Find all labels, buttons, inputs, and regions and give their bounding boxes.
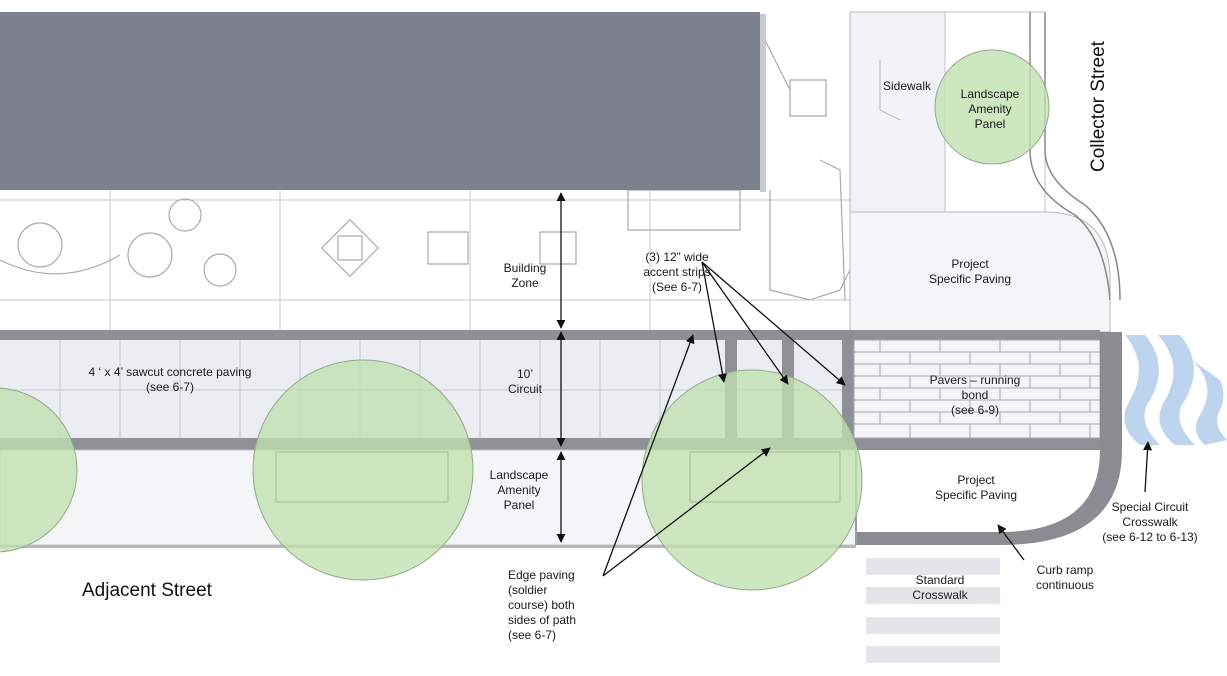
label-standard-crosswalk: Standard Crosswalk — [912, 573, 968, 602]
tree-left-edge — [0, 387, 78, 553]
tree-top-right — [934, 49, 1050, 165]
label-adjacent-street: Adjacent Street — [82, 580, 212, 601]
label-landscape-mid: Landscape Amenity Panel — [489, 468, 549, 512]
label-pavers: Pavers – running bond (see 6-9) — [929, 373, 1021, 417]
trees — [0, 49, 1050, 591]
standard-crosswalk-bars — [866, 558, 1000, 663]
label-project-paving-bottom: Project Specific Paving — [934, 473, 1018, 502]
label-sawcut-paving: 4 ‘ x 4’ sawcut concrete paving (see 6-7… — [88, 365, 252, 394]
label-circuit: 10’ Circuit — [507, 367, 542, 396]
label-project-paving-top: Project Specific Paving — [928, 257, 1012, 286]
tree-center — [252, 359, 474, 581]
label-building-zone: Building Zone — [503, 261, 547, 290]
label-sidewalk: Sidewalk — [882, 79, 932, 93]
label-edge-paving: Edge paving (soldier course) both sides … — [508, 568, 577, 642]
label-collector-street: Collector Street — [1088, 41, 1109, 172]
tree-right — [641, 369, 863, 591]
label-curb-ramp: Curb ramp continuous — [1035, 563, 1095, 592]
label-landscape-top: Landscape Amenity Panel — [960, 87, 1020, 131]
pavers-running-bond — [853, 339, 1101, 439]
label-accent-strips: (3) 12” wide accent strips (See 6-7) — [643, 250, 711, 294]
special-crosswalk-waves — [1124, 335, 1227, 445]
building-footprint — [0, 12, 760, 190]
leader-arrows — [602, 261, 1153, 577]
label-special-crosswalk: Special Circuit Crosswalk (see 6-12 to 6… — [1102, 500, 1198, 544]
